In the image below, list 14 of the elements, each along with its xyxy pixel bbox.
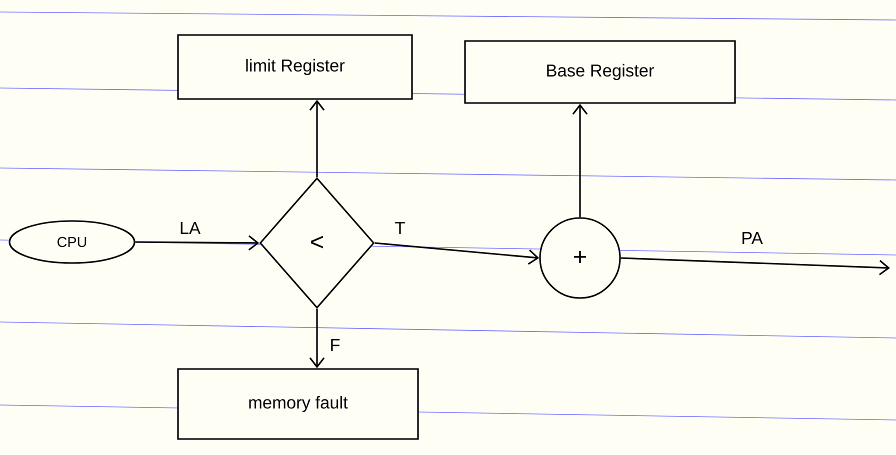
edge-label: LA [180, 222, 201, 234]
arrow [620, 257, 890, 276]
fault-box: memory fault [177, 368, 419, 440]
edge-label: PA [742, 232, 763, 244]
ellipse-node: CPU [8, 220, 136, 264]
arrow [572, 104, 588, 218]
arrow [309, 100, 325, 178]
arrow [374, 242, 540, 265]
register-box: limit Register [177, 34, 413, 100]
edge-label: F [331, 339, 340, 351]
edge-label: T [395, 222, 405, 234]
arrow [135, 235, 260, 251]
arrow [309, 308, 325, 368]
register-box: Base Register [464, 40, 736, 104]
